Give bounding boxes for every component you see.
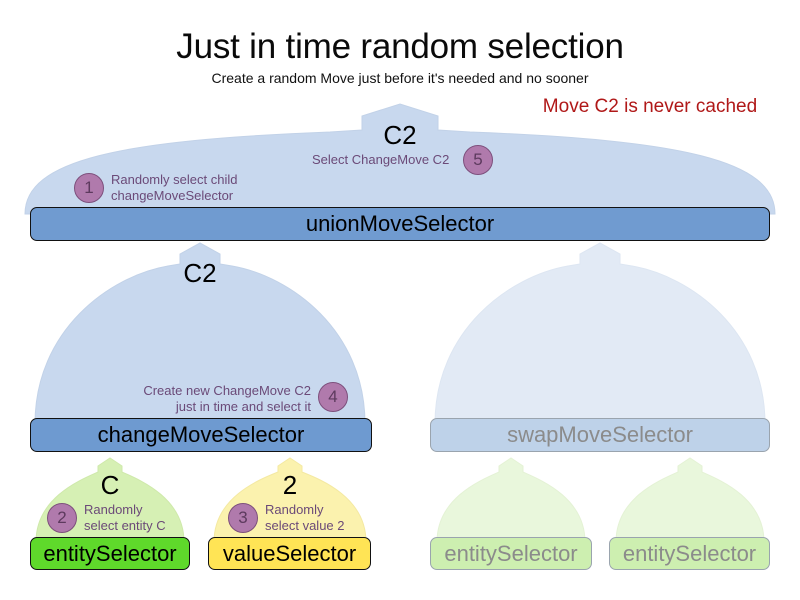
step-badge-1: 1 bbox=[74, 173, 104, 203]
page-title: Just in time random selection bbox=[176, 27, 624, 66]
annotation-4: Create new ChangeMove C2 just in time an… bbox=[121, 383, 311, 416]
annotation-2-line2: select entity C bbox=[84, 518, 166, 534]
flow-label-value-output: 2 bbox=[282, 470, 298, 500]
step-badge-4: 4 bbox=[318, 382, 348, 412]
change-output-arrow bbox=[34, 242, 366, 425]
node-union-move-selector[interactable]: unionMoveSelector bbox=[30, 207, 770, 241]
never-cached-note: Move C2 is never cached bbox=[542, 96, 758, 117]
annotation-5-line1: Select ChangeMove C2 bbox=[312, 152, 450, 167]
node-entity-selector-swap-right[interactable]: entitySelector bbox=[609, 537, 770, 570]
swap-output-arrow bbox=[434, 242, 766, 425]
entity-c-output-arrow bbox=[615, 457, 765, 543]
entity-b-output-arrow bbox=[436, 457, 586, 543]
annotation-1-line1: Randomly select child bbox=[111, 172, 238, 187]
annotation-1: Randomly select child changeMoveSelector bbox=[111, 172, 237, 205]
node-swap-move-selector[interactable]: swapMoveSelector bbox=[430, 418, 770, 452]
node-value-selector-change[interactable]: valueSelector bbox=[208, 537, 371, 570]
node-entity-selector-change[interactable]: entitySelector bbox=[30, 537, 190, 570]
node-entity-selector-swap-left[interactable]: entitySelector bbox=[430, 537, 592, 570]
annotation-3: Randomly select value 2 bbox=[265, 502, 345, 535]
page-subtitle: Create a random Move just before it's ne… bbox=[211, 70, 589, 86]
annotation-5: Select ChangeMove C2 bbox=[312, 152, 449, 168]
step-badge-3: 3 bbox=[228, 503, 258, 533]
union-output-arrow bbox=[24, 103, 776, 215]
annotation-1-line2: changeMoveSelector bbox=[111, 188, 234, 204]
node-change-move-selector[interactable]: changeMoveSelector bbox=[30, 418, 372, 452]
flow-label-entity-output: C bbox=[100, 470, 120, 500]
annotation-2-line1: Randomly bbox=[84, 502, 143, 517]
annotation-2: Randomly select entity C bbox=[84, 502, 166, 535]
flow-label-change-output: C2 bbox=[183, 258, 217, 288]
annotation-4-line1: Create new ChangeMove C2 bbox=[143, 383, 311, 398]
annotation-3-line2: select value 2 bbox=[265, 518, 345, 534]
annotation-4-line2: just in time and select it bbox=[175, 399, 311, 415]
step-badge-2: 2 bbox=[47, 503, 77, 533]
flow-label-union-output: C2 bbox=[383, 120, 417, 150]
step-badge-5: 5 bbox=[463, 145, 493, 175]
annotation-3-line1: Randomly bbox=[265, 502, 324, 517]
